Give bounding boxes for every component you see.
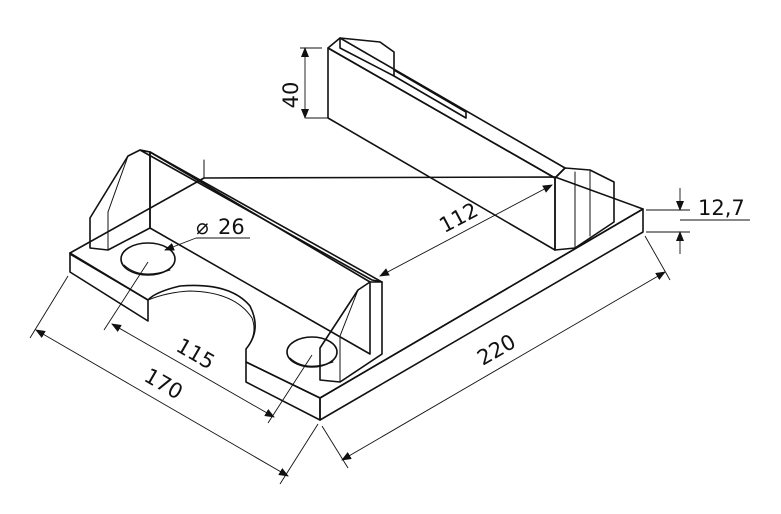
notch-edge <box>147 290 255 350</box>
dim-thickness-12-7-label: 12,7 <box>698 196 745 220</box>
base-plate-left-face <box>69 252 149 322</box>
dim-hole-spacing-115-label: 115 <box>172 334 219 375</box>
dim-diameter-26-label: 26 <box>218 215 245 239</box>
back-rib-top <box>327 37 566 179</box>
dim-thickness-12-7: 12,7 <box>646 188 750 254</box>
back-rib-end-block <box>339 37 395 77</box>
dim-height-40: 40 <box>279 47 322 119</box>
front-rib-left-block <box>89 149 151 251</box>
dim-length-220-label: 220 <box>473 330 520 371</box>
dim-height-40-label: 40 <box>279 82 303 109</box>
left-hole <box>120 242 176 276</box>
dim-diameter-26: ⌀ 26 <box>164 215 250 251</box>
back-rib <box>305 37 615 251</box>
back-rib-tab <box>393 69 467 119</box>
dim-width-170-label: 170 <box>140 364 187 405</box>
back-rib-right-block <box>554 167 615 251</box>
dim-diameter-symbol: ⌀ <box>196 215 209 239</box>
